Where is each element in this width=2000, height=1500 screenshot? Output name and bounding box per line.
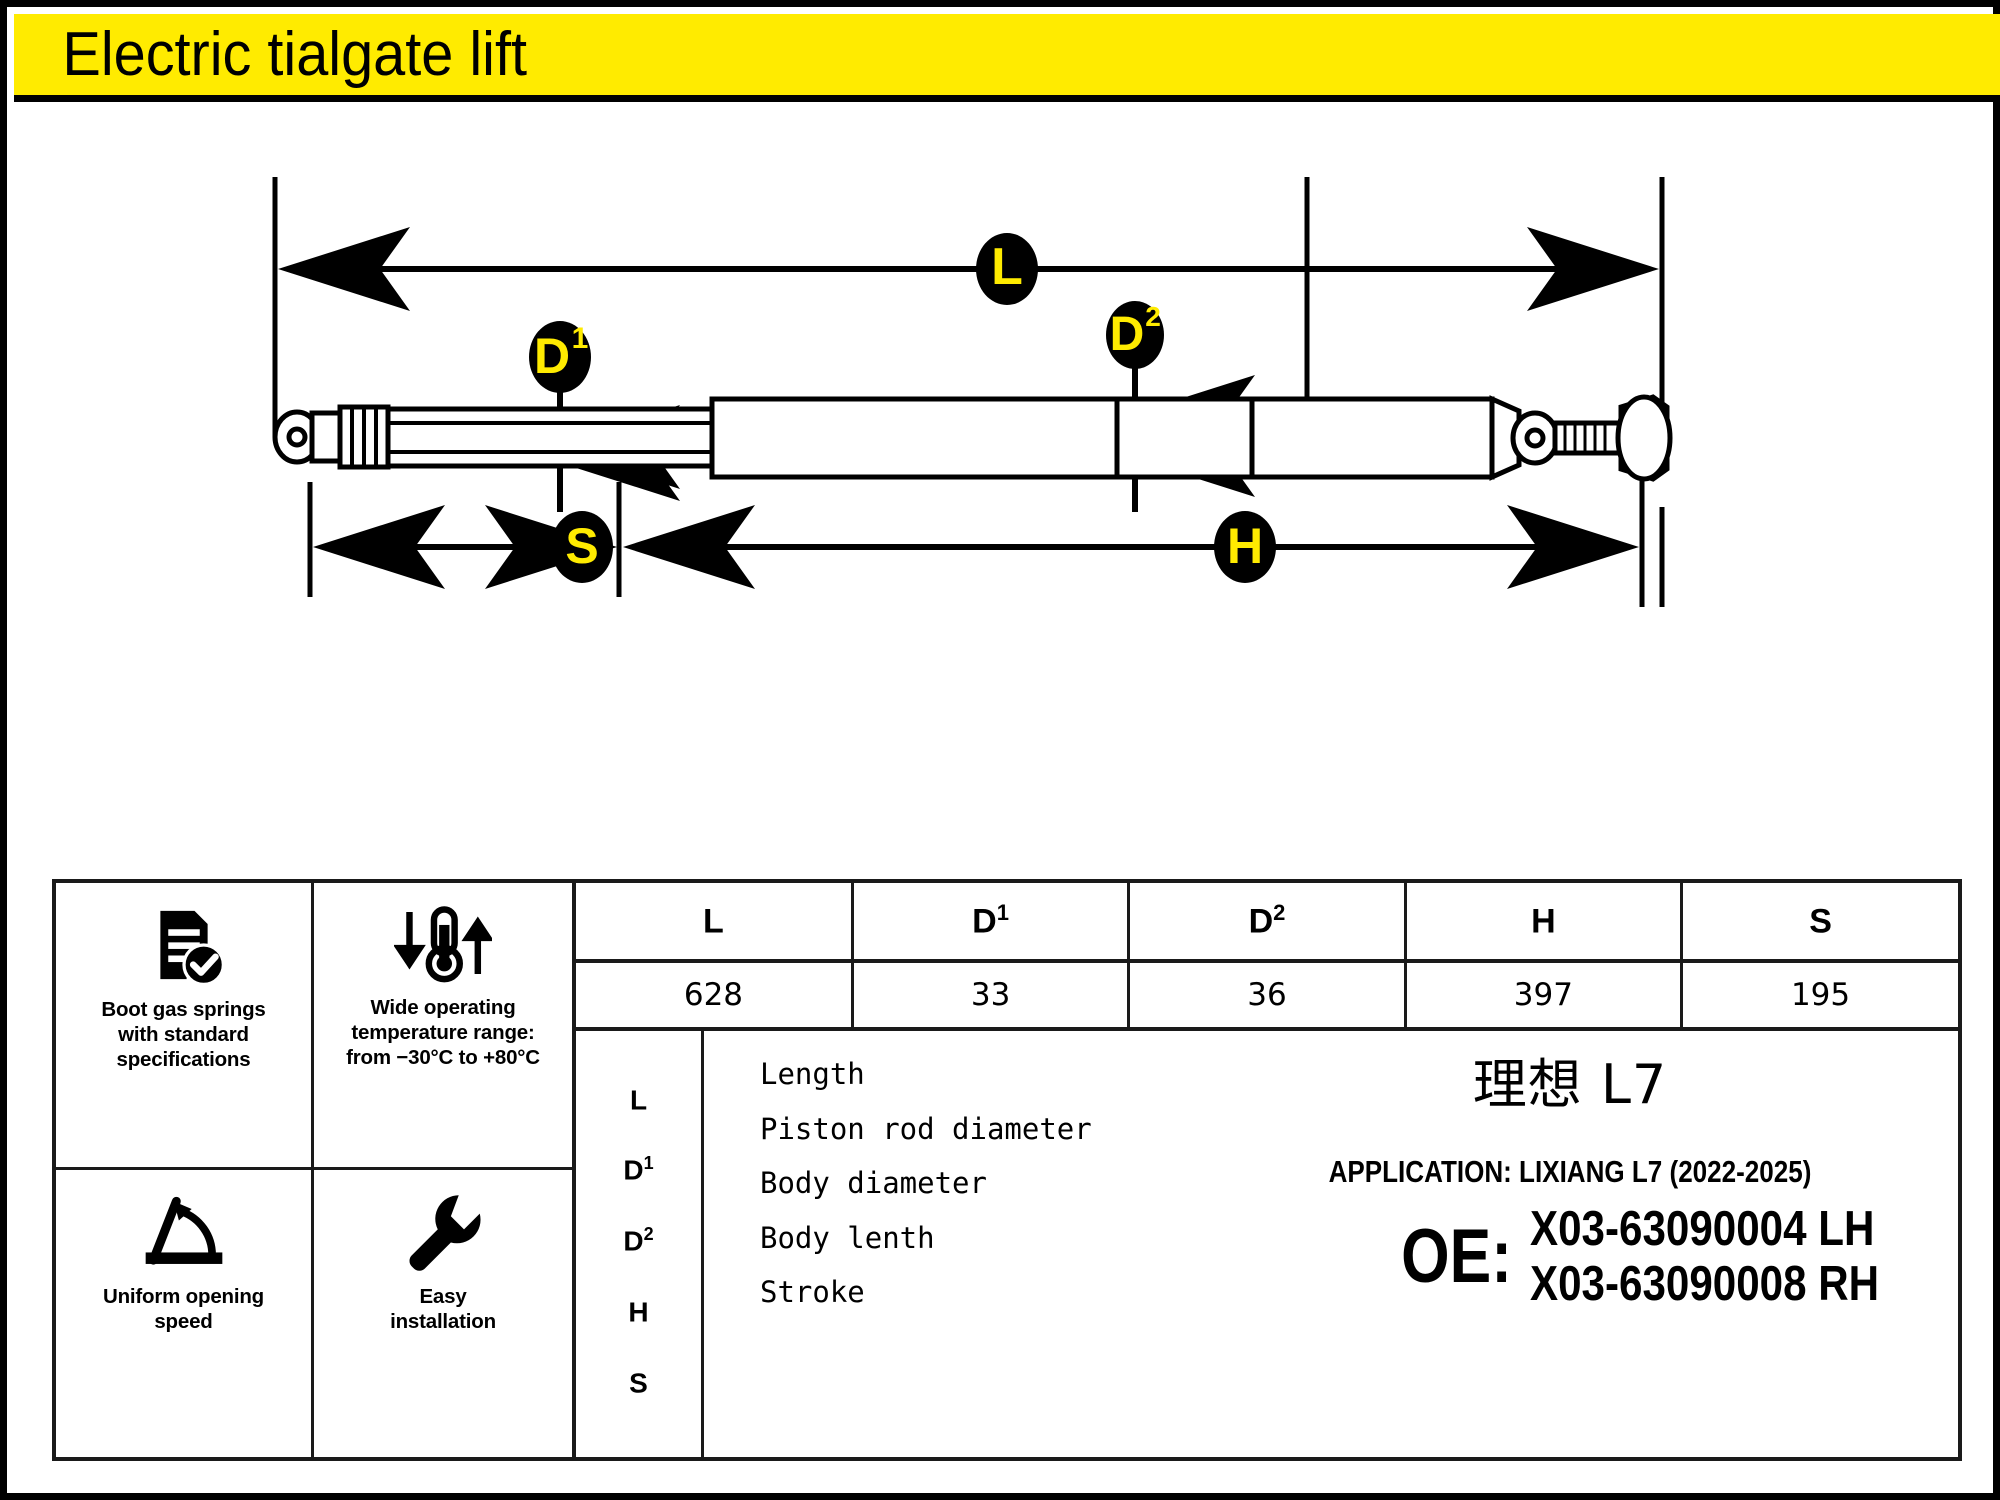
gas-spring-illustration bbox=[272, 394, 1673, 482]
badge-D1 bbox=[529, 321, 591, 393]
feature-uniform-opening-speed: Uniform opening speed bbox=[56, 1170, 314, 1457]
legend-key-D2: D2 bbox=[623, 1224, 654, 1257]
dimension-H: H bbox=[623, 505, 1639, 589]
page-title: Electric tialgate lift bbox=[62, 20, 528, 89]
table-row: 628 33 36 397 195 bbox=[576, 961, 1958, 1027]
value-H: 397 bbox=[1405, 961, 1684, 1027]
title-banner: Electric tialgate lift bbox=[14, 14, 2000, 102]
feature-label: Uniform opening speed bbox=[103, 1285, 264, 1333]
legend-key-H: H bbox=[628, 1296, 649, 1328]
legend-def-body-length: Body lenth bbox=[760, 1220, 935, 1255]
value-L: 628 bbox=[576, 961, 854, 1027]
application-area: 理想 L7 APPLICATION: LIXIANG L7 (2022-2025… bbox=[1200, 1045, 1940, 1312]
legend-def-body-diameter: Body diameter bbox=[760, 1166, 987, 1200]
svg-text:D: D bbox=[1110, 308, 1145, 361]
feature-temperature-range: Wide operating temperature range: from −… bbox=[314, 883, 572, 1170]
spec-and-application: L D1 D2 H S 628 33 36 397 bbox=[576, 883, 1958, 1457]
info-block: Boot gas springs with standard specifica… bbox=[52, 879, 1962, 1461]
badge-H bbox=[1214, 511, 1276, 583]
value-D1: 33 bbox=[852, 961, 1131, 1027]
oe-numbers: X03-63090004 LH X03-63090008 RH bbox=[1530, 1202, 1936, 1312]
svg-text:H: H bbox=[1227, 518, 1263, 574]
badge-S bbox=[551, 511, 613, 583]
svg-text:L: L bbox=[991, 238, 1023, 296]
legend-key-L: L bbox=[629, 1083, 648, 1115]
thermometer-icon bbox=[394, 897, 492, 989]
col-header-S: S bbox=[1681, 883, 1958, 963]
svg-text:S: S bbox=[565, 518, 598, 574]
features-grid: Boot gas springs with standard specifica… bbox=[56, 883, 576, 1457]
gas-spring-diagram: L D 1 D 2 bbox=[7, 107, 2000, 877]
value-D2: 36 bbox=[1128, 961, 1407, 1027]
dimension-D2: D 2 bbox=[1106, 301, 1255, 459]
badge-D2 bbox=[1106, 301, 1164, 369]
legend-body: Length Piston rod diameter Body diameter… bbox=[704, 1031, 1958, 1457]
feature-easy-installation: Easy installation bbox=[314, 1170, 572, 1457]
badge-L bbox=[976, 233, 1038, 305]
svg-text:D: D bbox=[534, 328, 570, 384]
legend-def-stroke: Stroke bbox=[760, 1275, 865, 1309]
oe-number-lh: X03-63090004 LH bbox=[1530, 1202, 1875, 1257]
value-S: 195 bbox=[1790, 977, 1851, 1013]
feature-label: Wide operating temperature range: from −… bbox=[346, 996, 540, 1069]
oe-label: OE: bbox=[1401, 1214, 1512, 1300]
svg-text:1: 1 bbox=[572, 322, 589, 355]
feature-boot-gas-springs: Boot gas springs with standard specifica… bbox=[56, 883, 314, 1170]
legend-def-length: Length bbox=[760, 1057, 865, 1091]
dimension-L: L bbox=[278, 227, 1659, 311]
col-header-L: L bbox=[576, 883, 854, 963]
col-header-D1: D1 bbox=[852, 883, 1131, 963]
application-line: APPLICATION: LIXIANG L7 (2022-2025) bbox=[1328, 1154, 1812, 1190]
legend-application-row: L D1 D2 H S Length Piston rod diameter B… bbox=[576, 1031, 1958, 1457]
col-header-D2: D2 bbox=[1128, 883, 1407, 963]
legend-definitions: Length Piston rod diameter Body diameter… bbox=[760, 1047, 1380, 1320]
legend-key-D1: D1 bbox=[623, 1153, 654, 1186]
oe-row: OE: X03-63090004 LH X03-63090008 RH bbox=[1200, 1202, 1940, 1312]
angle-arc-icon bbox=[138, 1186, 230, 1278]
spec-table: L D1 D2 H S 628 33 36 397 bbox=[576, 883, 1958, 1031]
feature-label: Easy installation bbox=[390, 1285, 496, 1333]
col-header-H: H bbox=[1405, 883, 1684, 963]
oe-number-rh: X03-63090008 RH bbox=[1530, 1257, 1880, 1312]
legend-key-S: S bbox=[629, 1367, 648, 1399]
wrench-icon bbox=[399, 1186, 487, 1278]
model-name: 理想 L7 bbox=[1472, 1053, 1668, 1116]
document-check-icon bbox=[142, 899, 226, 991]
svg-text:2: 2 bbox=[1145, 301, 1161, 332]
table-header-row: L D1 D2 H S bbox=[576, 883, 1958, 963]
legend-keys: L D1 D2 H S bbox=[576, 1031, 704, 1457]
witness-lines bbox=[272, 177, 1665, 607]
legend-def-piston-rod-diameter: Piston rod diameter bbox=[760, 1111, 1092, 1146]
feature-label: Boot gas springs with standard specifica… bbox=[101, 998, 266, 1071]
dimension-S: S bbox=[313, 505, 617, 589]
